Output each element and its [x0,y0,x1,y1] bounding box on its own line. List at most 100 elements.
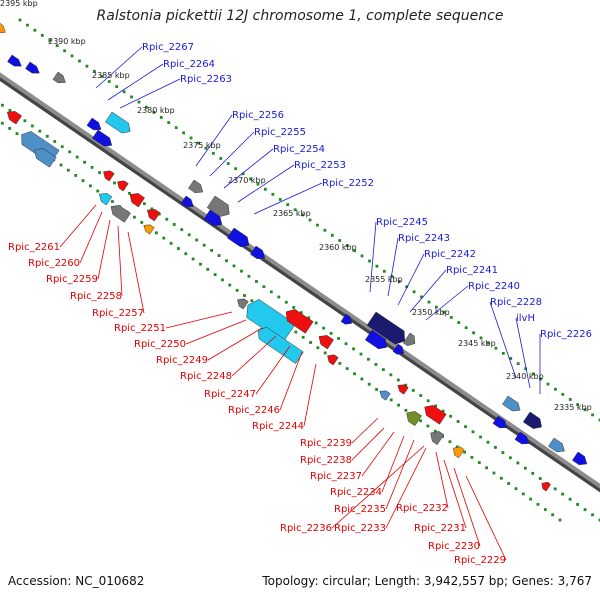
outer-tick [524,367,528,371]
outer-tick [263,187,267,191]
reverse-tick [499,476,503,480]
outer-tick [360,254,364,258]
outer-tick [531,372,535,376]
forward-gene [92,129,113,147]
forward-gene [7,54,22,67]
inner-tick [53,140,57,143]
forward-gene-label: Rpic_2267 [142,42,194,53]
reverse-tick [294,330,298,334]
outer-tick [197,141,200,145]
reverse-gene [117,180,129,192]
reverse-leader [165,311,233,329]
forward-gene [502,395,521,412]
forward-gene-label: Rpic_2245 [376,217,428,228]
reverse-leader [331,445,425,529]
forward-leader [515,317,531,389]
outer-tick [26,23,29,27]
forward-gene [514,431,530,445]
inner-tick [142,202,146,206]
forward-gene [572,451,588,465]
reverse-tick [426,424,430,428]
reverse-tick [433,429,437,433]
scale-label: 2395 kbp [0,0,38,8]
inner-tick [329,331,333,335]
inner-tick [38,129,42,133]
inner-tick [83,160,87,164]
reverse-leader [381,435,405,493]
inner-tick [322,326,326,330]
reverse-tick [419,419,422,423]
forward-leader [195,114,233,167]
reverse-tick [162,236,166,240]
reverse-tick [88,184,92,188]
reverse-gene-label: Rpic_2234 [330,487,382,498]
inner-tick [441,409,445,413]
outer-tick [226,162,230,165]
forward-gene-label: Rpic_2252 [322,178,374,189]
outer-tick [182,131,185,135]
outer-tick [167,121,171,124]
reverse-tick [543,508,547,511]
reverse-gene [103,170,115,182]
inner-tick [538,477,542,480]
reverse-gene-label: Rpic_2247 [204,389,256,400]
reverse-tick [66,168,70,172]
scale-label: 2375 kbp [183,141,221,150]
outer-tick [435,305,438,309]
inner-tick [307,316,311,320]
reverse-gene-label: Rpic_2249 [156,355,208,366]
forward-gene-label: ilvH [516,313,535,324]
outer-tick [442,310,446,314]
reverse-gene-label: Rpic_2248 [180,371,232,382]
inner-tick [98,171,101,174]
outer-tick [152,110,156,114]
inner-tick [404,383,408,387]
reverse-tick [536,502,540,506]
reverse-leader [443,459,467,529]
inner-tick [217,254,221,257]
outer-tick [568,398,572,401]
outer-tick [427,300,431,304]
reverse-tick [367,382,371,386]
forward-leader [237,164,295,203]
outer-tick [241,172,245,176]
forward-gene-label: Rpic_2264 [163,59,215,70]
outer-tick [553,387,557,391]
reverse-tick [169,241,173,245]
reverse-tick [345,367,349,370]
reverse-leader [127,231,145,314]
inner-tick [262,285,266,289]
inner-tick [464,425,467,429]
reverse-tick [184,252,188,256]
forward-leader [223,148,274,189]
forward-gene [392,343,405,355]
outer-tick [204,146,208,150]
outer-tick [55,44,59,48]
reverse-gene-label: Rpic_2239 [300,438,352,449]
outer-tick [100,75,104,78]
reverse-tick [8,127,12,130]
reverse-gene-label: Rpic_2257 [92,308,144,319]
outer-tick [546,382,550,386]
reverse-tick [243,294,246,297]
forward-gene-label: Rpic_2242 [424,249,476,260]
inner-tick [210,248,214,252]
outer-tick [353,249,357,253]
gene-labels: Rpic_2267Rpic_2264Rpic_2263Rpic_2256Rpic… [8,42,592,566]
scale-label: 2335 kbp [554,403,592,412]
reverse-tick [521,492,525,496]
forward-gene-label: Rpic_2241 [446,265,498,276]
outer-tick [189,136,193,140]
inner-tick [292,306,296,309]
inner-tick [501,451,505,454]
reverse-tick [199,262,202,266]
inner-tick [337,337,340,340]
forward-leader [107,63,164,101]
reverse-leader [351,427,385,461]
reverse-tick [316,346,320,350]
reverse-leader [117,225,123,297]
forward-leader [397,253,425,306]
inner-tick [187,233,191,237]
outer-tick [516,362,520,365]
inner-tick [344,342,348,346]
